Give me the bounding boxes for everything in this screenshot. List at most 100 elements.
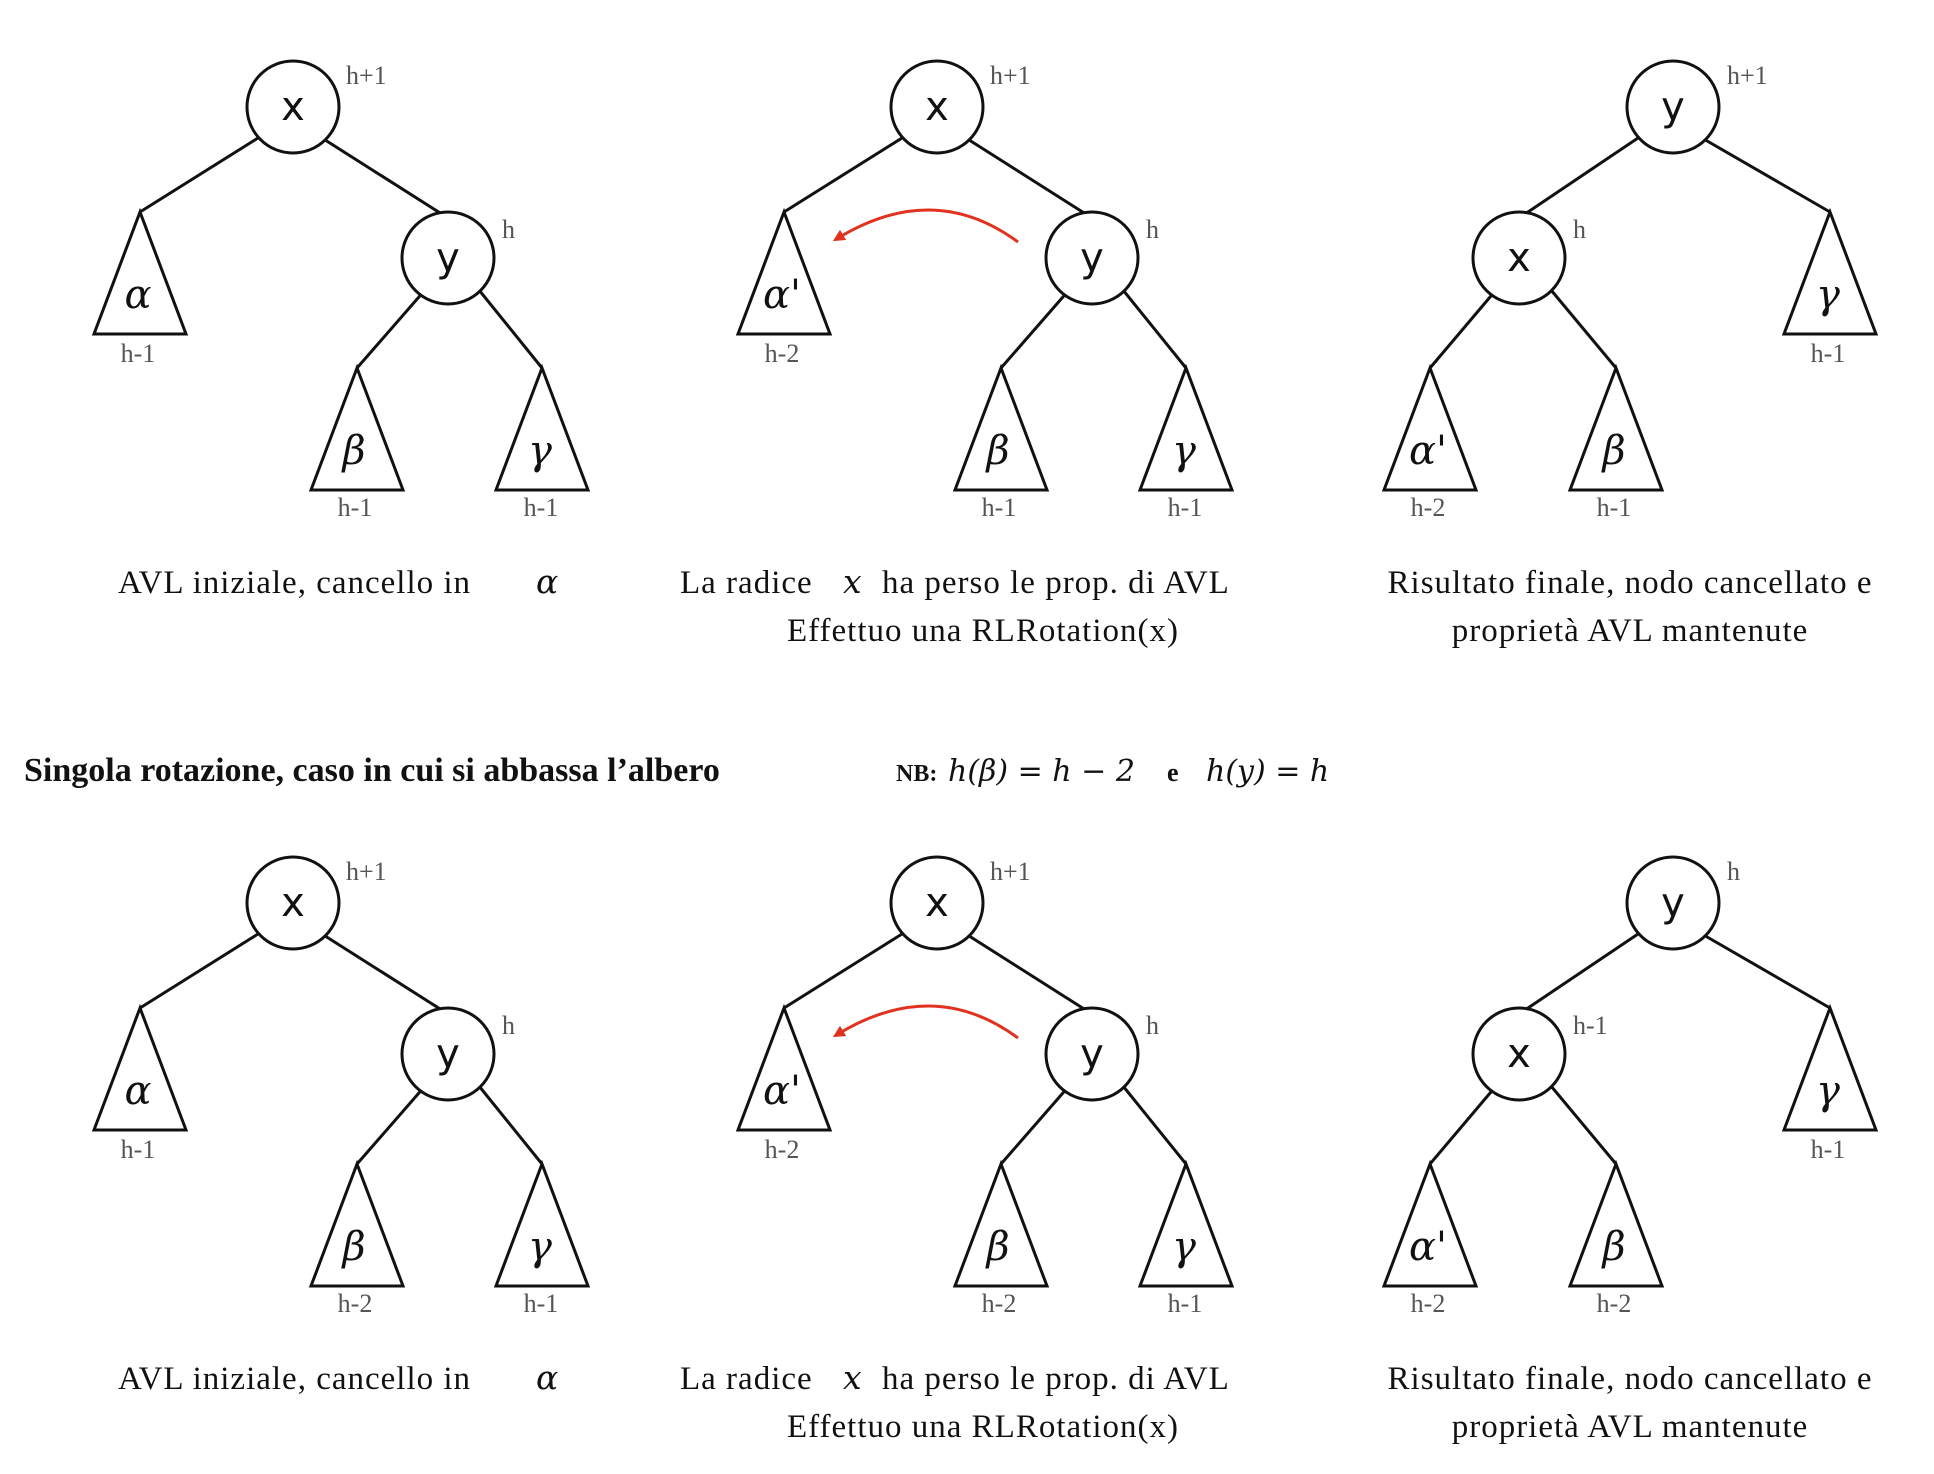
subtree-label-child-left: β	[340, 428, 365, 474]
height-label-child-right: h-1	[1168, 493, 1203, 522]
height-label-root: h+1	[346, 857, 387, 886]
edge	[783, 136, 903, 214]
edge	[1121, 289, 1188, 369]
edge	[1549, 1085, 1618, 1165]
node-label-root: x	[925, 84, 949, 130]
height-label-child-left: h-1	[982, 493, 1017, 522]
nb-label: NB:	[896, 761, 937, 787]
height-label-child-right: h-1	[1168, 1289, 1203, 1318]
node-label-child: x	[1507, 235, 1531, 281]
subtree-label-left: α'	[763, 272, 801, 318]
subtree-triangle	[308, 363, 406, 492]
subtree-label-left: α'	[763, 1068, 801, 1114]
height-label-child: h	[1573, 215, 1586, 244]
subtree-triangle	[1381, 1159, 1479, 1288]
edge	[477, 1085, 544, 1165]
node-circle-child	[1044, 1006, 1140, 1102]
edge	[965, 932, 1093, 1016]
caption-line1-pre: La radice	[680, 1361, 813, 1397]
subtree-label-child-right: β	[1600, 1224, 1625, 1270]
subtree-label-child-left: β	[984, 428, 1009, 474]
subtree-label-child-right: γ	[528, 428, 552, 474]
node-circle-root	[889, 855, 985, 951]
rotation-arrow	[832, 208, 1019, 244]
subtree-label-child-left: β	[984, 1224, 1009, 1270]
subtree-triangle	[493, 363, 591, 492]
subtree-label-child-right: β	[1600, 428, 1625, 474]
nb-conjunction: e	[1167, 758, 1179, 787]
caption-line1: Risultato finale, nodo cancellato e	[1388, 1361, 1873, 1397]
edge	[139, 136, 259, 214]
node-circle-root	[245, 855, 341, 951]
subtree-label-left: α	[124, 272, 151, 318]
node-circle-child	[1471, 1006, 1567, 1102]
height-label-child: h	[502, 1011, 515, 1040]
caption-line2: proprietà AVL mantenute	[1452, 613, 1809, 649]
row1-panel1: x h+1 α h-1 y h β h-1 γ h-1 AVL iniziale…	[91, 59, 591, 601]
edge	[477, 289, 544, 369]
subtree-triangle	[91, 207, 189, 336]
height-label-left: h-1	[121, 1135, 156, 1164]
node-circle-child	[1471, 210, 1567, 306]
height-label-child-left: h-2	[338, 1289, 373, 1318]
subtree-triangle	[952, 1159, 1050, 1288]
subtree-triangle	[91, 1003, 189, 1132]
caption-math: α	[536, 562, 558, 601]
height-label-root: h+1	[346, 61, 387, 90]
edge	[1428, 1085, 1498, 1165]
edge	[1428, 289, 1498, 369]
subtree-label-left: α	[124, 1068, 151, 1114]
subtree-triangle	[1137, 1159, 1235, 1288]
subtree-triangle	[735, 1003, 833, 1132]
edge	[355, 289, 427, 369]
caption-line2: proprietà AVL mantenute	[1452, 1409, 1809, 1445]
node-label-child: y	[436, 235, 460, 281]
subtree-triangle	[1381, 363, 1479, 492]
node-label-child: x	[1507, 1031, 1531, 1077]
height-label-child-right: h-2	[1597, 1289, 1632, 1318]
node-label-child: y	[436, 1031, 460, 1077]
caption-line1-post: ha perso le prop. di AVL	[882, 565, 1230, 601]
node-circle-root	[1625, 855, 1721, 951]
subtree-triangle	[1781, 1003, 1879, 1132]
node-label-child: y	[1080, 1031, 1104, 1077]
row1-panel2: x h+1 α' h-2 y h β h-1 γ h-1 La radice x…	[680, 59, 1235, 649]
height-label-child-left: h-2	[1411, 1289, 1446, 1318]
subtree-label-child-right: γ	[1172, 1224, 1196, 1270]
caption-math: x	[843, 1358, 862, 1397]
caption-line1: AVL iniziale, cancello in	[118, 1361, 471, 1397]
edge	[321, 932, 449, 1016]
section-title: Singola rotazione, caso in cui si abbass…	[24, 752, 720, 789]
height-label-left: h-1	[121, 339, 156, 368]
subtree-triangle	[1781, 207, 1879, 336]
node-circle-child	[400, 210, 496, 306]
subtree-triangle	[1567, 1159, 1665, 1288]
subtree-label-child-left: α'	[1409, 428, 1447, 474]
height-label-right: h-1	[1811, 339, 1846, 368]
height-label-child-left: h-2	[1411, 493, 1446, 522]
node-circle-root	[1625, 59, 1721, 155]
caption-line1: Risultato finale, nodo cancellato e	[1388, 565, 1873, 601]
nb-expression-2: h(y) = h	[1206, 754, 1329, 789]
edge	[1701, 136, 1831, 214]
row2-panel2: x h+1 α' h-2 y h β h-2 γ h-1 La radice x…	[680, 855, 1235, 1445]
subtree-triangle	[1137, 363, 1235, 492]
edge	[999, 289, 1071, 369]
node-label-root: x	[281, 880, 305, 926]
edge	[355, 1085, 427, 1165]
edge	[1121, 1085, 1188, 1165]
edge	[1549, 289, 1618, 369]
subtree-triangle	[1567, 363, 1665, 492]
height-label-right: h-1	[1811, 1135, 1846, 1164]
edge	[1518, 136, 1639, 220]
edge	[1518, 932, 1639, 1016]
node-circle-child	[1044, 210, 1140, 306]
height-label-left: h-2	[765, 1135, 800, 1164]
subtree-label-child-left: α'	[1409, 1224, 1447, 1270]
caption-line2: Effettuo una RLRotation(x)	[787, 1409, 1179, 1445]
node-circle-root	[245, 59, 341, 155]
nb-expression-1: h(β) = h − 2	[948, 754, 1135, 789]
edge	[965, 136, 1093, 220]
height-label-root: h+1	[990, 857, 1031, 886]
